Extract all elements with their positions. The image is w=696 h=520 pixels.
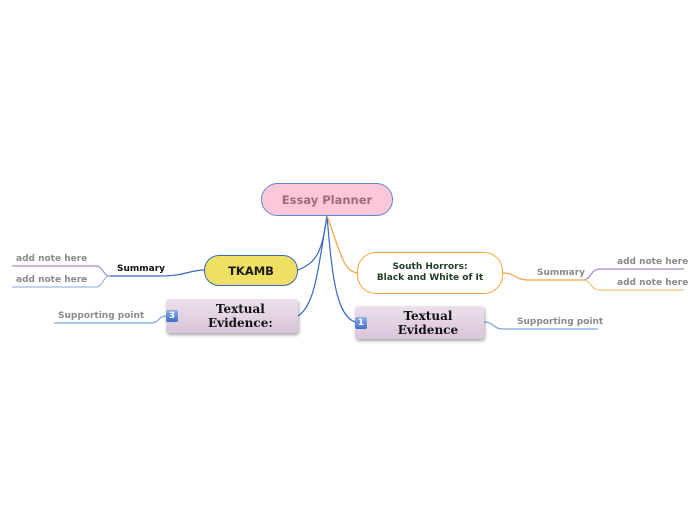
link-central-south xyxy=(326,215,358,274)
link-south-summary xyxy=(502,272,582,281)
evidence1-supporting-point[interactable]: Supporting point xyxy=(517,317,604,327)
topic-tkamb[interactable]: TKAMB xyxy=(204,255,298,286)
central-node[interactable]: Essay Planner xyxy=(261,183,393,216)
link-central-evidence1 xyxy=(326,215,356,323)
tkamb-label: TKAMB xyxy=(228,263,274,278)
topic-textual-evidence-3[interactable]: 3 Textual Evidence: xyxy=(166,299,298,333)
south-note-2[interactable]: add note here xyxy=(617,278,689,288)
link-evidence3-support xyxy=(54,315,167,324)
number-3-badge-icon: 3 xyxy=(166,310,178,322)
central-label: Essay Planner xyxy=(281,192,373,207)
evidence1-label: Textual Evidence xyxy=(397,308,459,337)
south-summary[interactable]: Summary xyxy=(537,268,586,278)
topic-south-horrors[interactable]: South Horrors: Black and White of It xyxy=(357,252,503,294)
tkamb-note-1[interactable]: add note here xyxy=(16,254,88,264)
link-tkamb-summary xyxy=(110,269,205,277)
link-summary-note-right-1 xyxy=(581,268,684,281)
link-summary-note-left-1 xyxy=(12,265,111,277)
link-summary-note-left-2 xyxy=(12,275,111,288)
number-1-badge-icon: 1 xyxy=(355,316,367,329)
link-summary-note-right-2 xyxy=(581,279,684,291)
topic-textual-evidence-1[interactable]: 1 Textual Evidence xyxy=(355,306,484,339)
tkamb-note-2[interactable]: add note here xyxy=(16,275,88,285)
link-central-evidence3 xyxy=(297,215,328,317)
tkamb-summary[interactable]: Summary xyxy=(117,264,166,274)
south-note-1[interactable]: add note here xyxy=(617,257,689,267)
link-evidence1-support xyxy=(483,321,598,330)
evidence3-supporting-point[interactable]: Supporting point xyxy=(58,311,145,321)
south-line-2: Black and White of It xyxy=(376,273,484,283)
south-line-1: South Horrors: xyxy=(392,262,468,272)
evidence3-label: Textual Evidence: xyxy=(207,302,273,330)
